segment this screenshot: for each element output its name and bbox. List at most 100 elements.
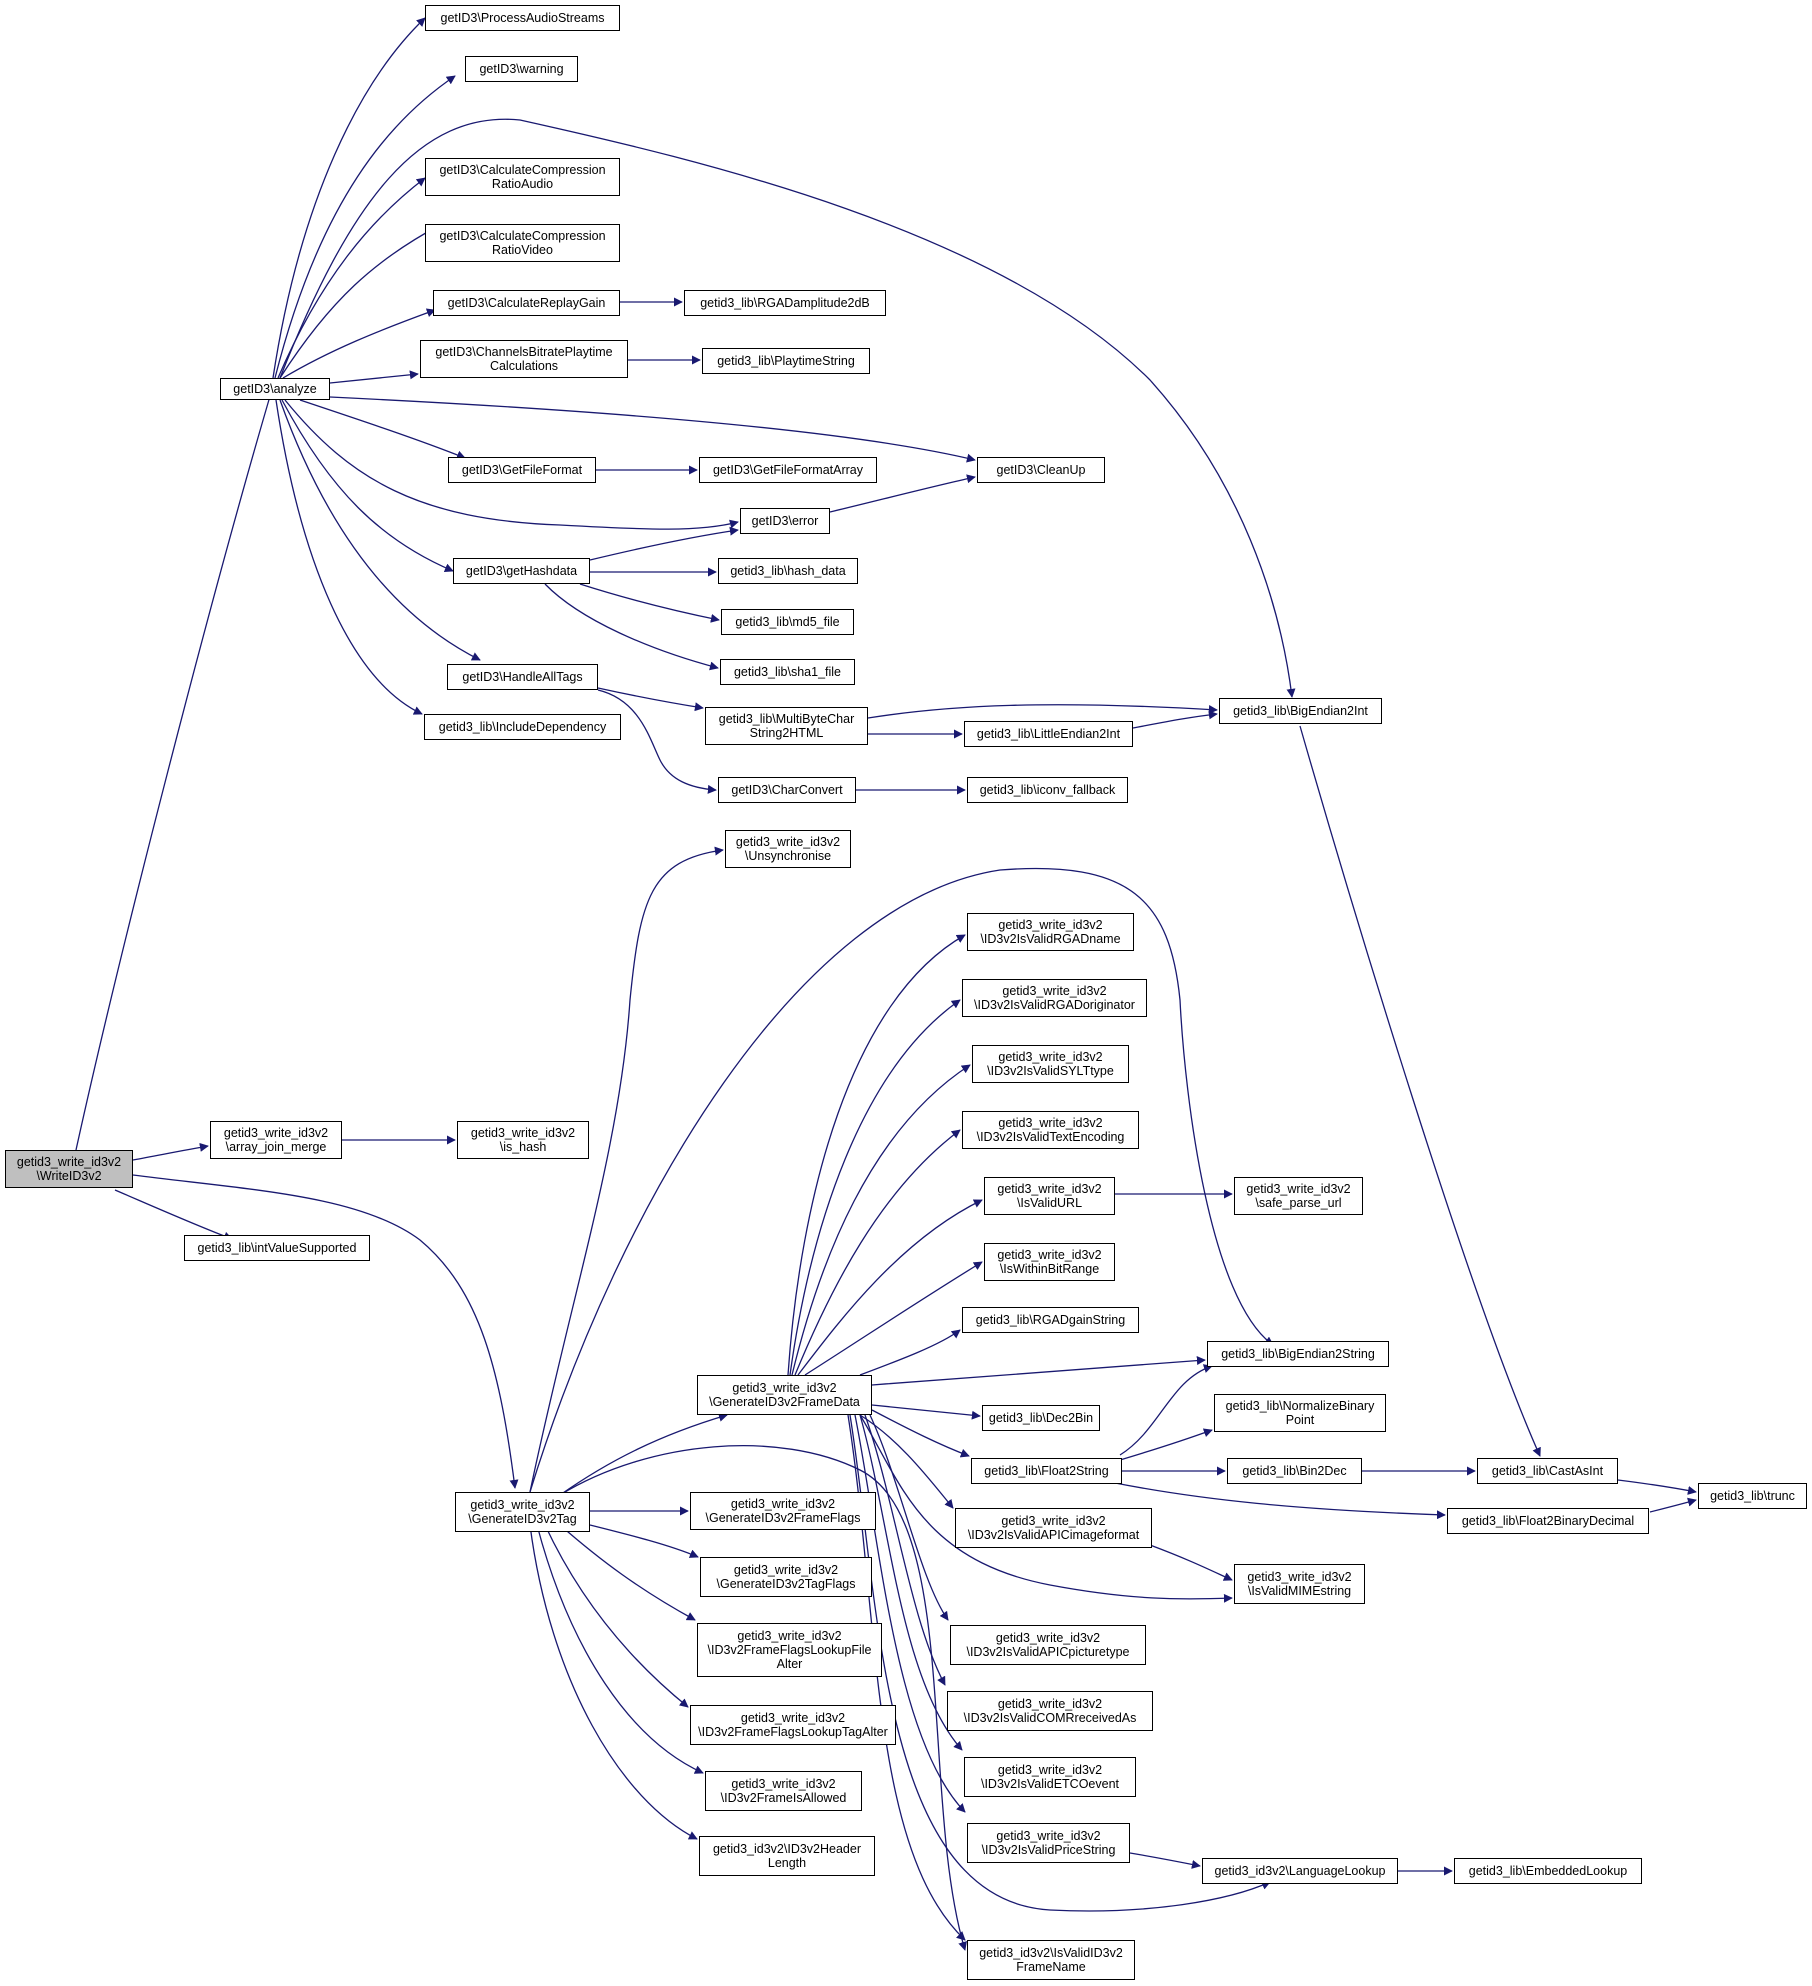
node-analyze[interactable]: getID3\analyze [220,378,330,400]
node-is-hash[interactable]: getid3_write_id3v2\is_hash [457,1121,589,1159]
node-castasint[interactable]: getid3_lib\CastAsInt [1477,1458,1618,1484]
node-label: getID3\CharConvert [731,783,843,797]
node-md5-file[interactable]: getid3_lib\md5_file [721,609,854,635]
edge-writeid3v2-analyze [75,385,276,1151]
node-isvalidmime[interactable]: getid3_write_id3v2\IsValidMIMEstring [1234,1564,1365,1604]
edge-error-cleanup [829,474,976,513]
node-getfileformat[interactable]: getID3\GetFileFormat [448,457,596,483]
node-embeddedlookup[interactable]: getid3_lib\EmbeddedLookup [1454,1858,1642,1884]
node-include-dep[interactable]: getid3_lib\IncludeDependency [424,714,621,740]
node-label: getid3_write_id3v2 [996,1829,1101,1843]
edge-bigendian2int-castasint [1299,725,1541,1457]
node-label: \ID3v2IsValidRGADoriginator [974,998,1135,1012]
edge-price-languagelookup [1129,1852,1201,1869]
node-bigendian2string[interactable]: getid3_lib\BigEndian2String [1207,1341,1389,1367]
node-hash-data[interactable]: getid3_lib\hash_data [718,558,858,584]
node-label: \ID3v2IsValidETCOevent [980,1777,1120,1791]
node-warning[interactable]: getID3\warning [465,56,578,82]
node-sha1-file[interactable]: getid3_lib\sha1_file [720,659,855,685]
node-processaudio[interactable]: getID3\ProcessAudioStreams [425,5,620,31]
node-valid-syltt[interactable]: getid3_write_id3v2\ID3v2IsValidSYLTtype [972,1045,1129,1083]
node-littleendian2int[interactable]: getid3_lib\LittleEndian2Int [964,721,1133,747]
node-valid-apicimage[interactable]: getid3_write_id3v2\ID3v2IsValidAPICimage… [955,1508,1152,1548]
node-valid-rgadname[interactable]: getid3_write_id3v2\ID3v2IsValidRGADname [967,913,1134,951]
node-bin2dec[interactable]: getid3_lib\Bin2Dec [1227,1458,1362,1484]
node-cleanup[interactable]: getID3\CleanUp [977,457,1105,483]
node-frameisallowed[interactable]: getid3_write_id3v2\ID3v2FrameIsAllowed [705,1771,862,1811]
edge-generatetag-flagslookuptag [544,1524,689,1708]
node-flagslookupfile[interactable]: getid3_write_id3v2\ID3v2FrameFlagsLookup… [697,1623,882,1677]
node-array-join-merge[interactable]: getid3_write_id3v2\array_join_merge [210,1121,342,1159]
edge-gethashdata-md5 [579,583,720,623]
edge-float2string-bigendian2string [1119,1364,1213,1456]
node-error[interactable]: getID3\error [740,508,830,534]
edge-analyze-processaudio [272,17,426,379]
node-valid-textenc[interactable]: getid3_write_id3v2\ID3v2IsValidTextEncod… [962,1111,1139,1149]
node-label: getid3_write_id3v2 [731,1777,836,1791]
node-playtimestring[interactable]: getid3_lib\PlaytimeString [702,348,870,374]
node-intvaluesupported[interactable]: getid3_lib\intValueSupported [184,1235,370,1261]
node-valid-rgadorig[interactable]: getid3_write_id3v2\ID3v2IsValidRGADorigi… [962,979,1147,1017]
edge-analyze-calc-video [279,224,441,379]
node-float2string[interactable]: getid3_lib\Float2String [971,1458,1122,1484]
node-label: getID3\CalculateReplayGain [447,296,606,310]
edge-framedata-bigendian2string [871,1356,1206,1386]
node-valid-etco[interactable]: getid3_write_id3v2\ID3v2IsValidETCOevent [964,1757,1136,1797]
node-label: getid3_write_id3v2 [1002,984,1107,998]
edge-float2binarydecimal-trunc [1649,1497,1697,1513]
node-valid-comr[interactable]: getid3_write_id3v2\ID3v2IsValidCOMRrecei… [947,1691,1153,1731]
node-valid-apicpic[interactable]: getid3_write_id3v2\ID3v2IsValidAPICpictu… [950,1625,1146,1665]
node-label: getid3_write_id3v2 [997,1763,1103,1777]
node-unsynchronise[interactable]: getid3_write_id3v2\Unsynchronise [725,830,851,868]
node-label: \ID3v2IsValidCOMRreceivedAs [963,1711,1137,1725]
node-safe-parse-url[interactable]: getid3_write_id3v2\safe_parse_url [1234,1177,1363,1215]
node-gethashdata[interactable]: getID3\getHashdata [453,558,590,584]
node-label: getid3_lib\NormalizeBinary [1225,1399,1375,1413]
node-label: getID3\getHashdata [465,564,578,578]
node-replaygain[interactable]: getID3\CalculateReplayGain [433,290,620,316]
node-trunc[interactable]: getid3_lib\trunc [1698,1483,1807,1509]
node-label: Length [767,1856,807,1870]
node-label: getID3\warning [479,62,564,76]
node-label: getid3_lib\intValueSupported [197,1241,357,1255]
node-generatetagflags[interactable]: getid3_write_id3v2\GenerateID3v2TagFlags [700,1557,872,1597]
edge-writeid3v2-array-join-merge [132,1142,209,1161]
node-valid-price[interactable]: getid3_write_id3v2\ID3v2IsValidPriceStri… [967,1823,1130,1863]
node-label: getID3\CalculateCompression [439,229,606,243]
node-label: getid3_write_id3v2 [1246,1182,1351,1196]
node-handlealltags[interactable]: getID3\HandleAllTags [447,664,598,690]
node-label: getID3\analyze [233,382,317,396]
node-dec2bin[interactable]: getid3_lib\Dec2Bin [982,1405,1100,1431]
node-label: getid3_lib\CastAsInt [1491,1464,1604,1478]
node-label: getid3_write_id3v2 [730,1497,836,1511]
node-bigendian2int[interactable]: getid3_lib\BigEndian2Int [1219,698,1382,724]
node-rgadgainstring[interactable]: getid3_lib\RGADgainString [962,1307,1139,1333]
node-label: Point [1285,1413,1315,1427]
node-getfileformatarray[interactable]: getID3\GetFileFormatArray [699,457,877,483]
node-generatetag[interactable]: getid3_write_id3v2\GenerateID3v2Tag [455,1492,590,1532]
node-iswithinbitrange[interactable]: getid3_write_id3v2\IsWithinBitRange [984,1243,1115,1281]
node-label: \GenerateID3v2TagFlags [716,1577,856,1591]
node-label: getid3_write_id3v2 [1001,1514,1106,1528]
node-rgad-amp[interactable]: getid3_lib\RGADamplitude2dB [684,290,886,316]
node-label: getid3_write_id3v2 [997,1248,1102,1262]
node-charconvert[interactable]: getID3\CharConvert [718,777,856,803]
node-label: FrameName [1016,1960,1086,1974]
node-float2binarydecimal[interactable]: getid3_lib\Float2BinaryDecimal [1447,1508,1649,1534]
node-writeid3v2[interactable]: getid3_write_id3v2\WriteID3v2 [5,1150,133,1188]
node-label: getid3_write_id3v2 [470,1126,576,1140]
node-generateframeflags[interactable]: getid3_write_id3v2\GenerateID3v2FrameFla… [690,1492,876,1530]
node-languagelookup[interactable]: getid3_id3v2\LanguageLookup [1202,1858,1398,1884]
node-flagslookuptag[interactable]: getid3_write_id3v2\ID3v2FrameFlagsLookup… [690,1705,896,1745]
edge-analyze-replaygain [282,308,436,379]
node-generateframedata[interactable]: getid3_write_id3v2\GenerateID3v2FrameDat… [697,1375,872,1415]
node-isvalidurl[interactable]: getid3_write_id3v2\IsValidURL [984,1177,1115,1215]
node-iconv-fallback[interactable]: getid3_lib\iconv_fallback [967,777,1128,803]
